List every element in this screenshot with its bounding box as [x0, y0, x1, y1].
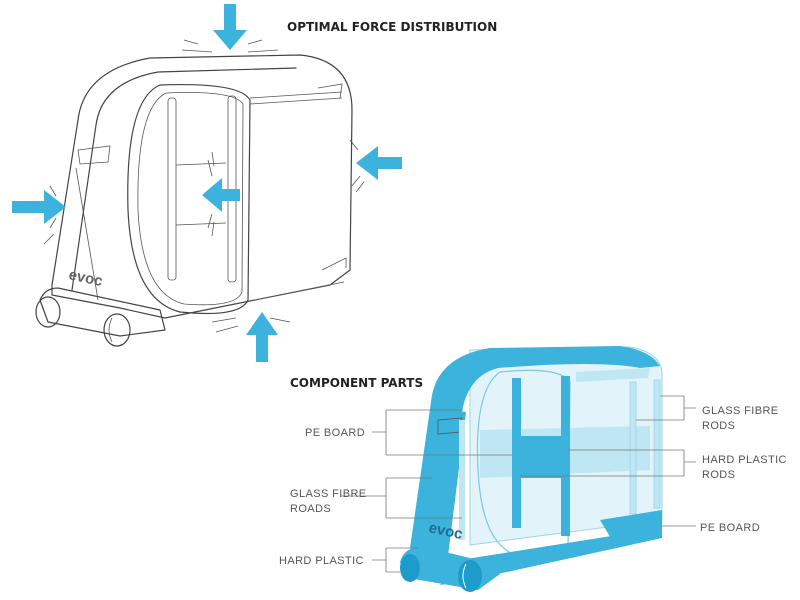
arrow-left [12, 185, 66, 245]
arrow-center [202, 151, 240, 237]
callout-hard-plastic-rods-line2: RODS [702, 469, 735, 481]
evoc-logo-top: evoc [67, 266, 104, 290]
callout-glass-fibre-roads-line1: GLASS FIBRE [290, 488, 367, 500]
arrow-bottom [211, 312, 291, 362]
arrow-right [349, 139, 402, 193]
component-parts-heading: COMPONENT PARTS [290, 376, 423, 390]
callout-hard-plastic-rods-line1: HARD PLASTIC [702, 454, 787, 466]
arrow-top [181, 4, 279, 53]
bag-outline-illustration [35, 54, 353, 347]
force-distribution-heading: OPTIMAL FORCE DISTRIBUTION [287, 20, 497, 34]
callout-hard-plastic-left: HARD PLASTIC [279, 555, 364, 567]
callout-glass-fibre-rods-line2: RODS [702, 420, 735, 432]
callout-pe-board-left: PE BOARD [305, 427, 365, 439]
evoc-logo-bottom: evoc [427, 519, 464, 543]
leader-lines [340, 395, 696, 573]
bag-components-illustration [400, 346, 663, 592]
callout-glass-fibre-rods-line1: GLASS FIBRE [702, 405, 779, 417]
callout-pe-board-right: PE BOARD [700, 522, 760, 534]
callout-glass-fibre-roads-line2: ROADS [290, 503, 331, 515]
